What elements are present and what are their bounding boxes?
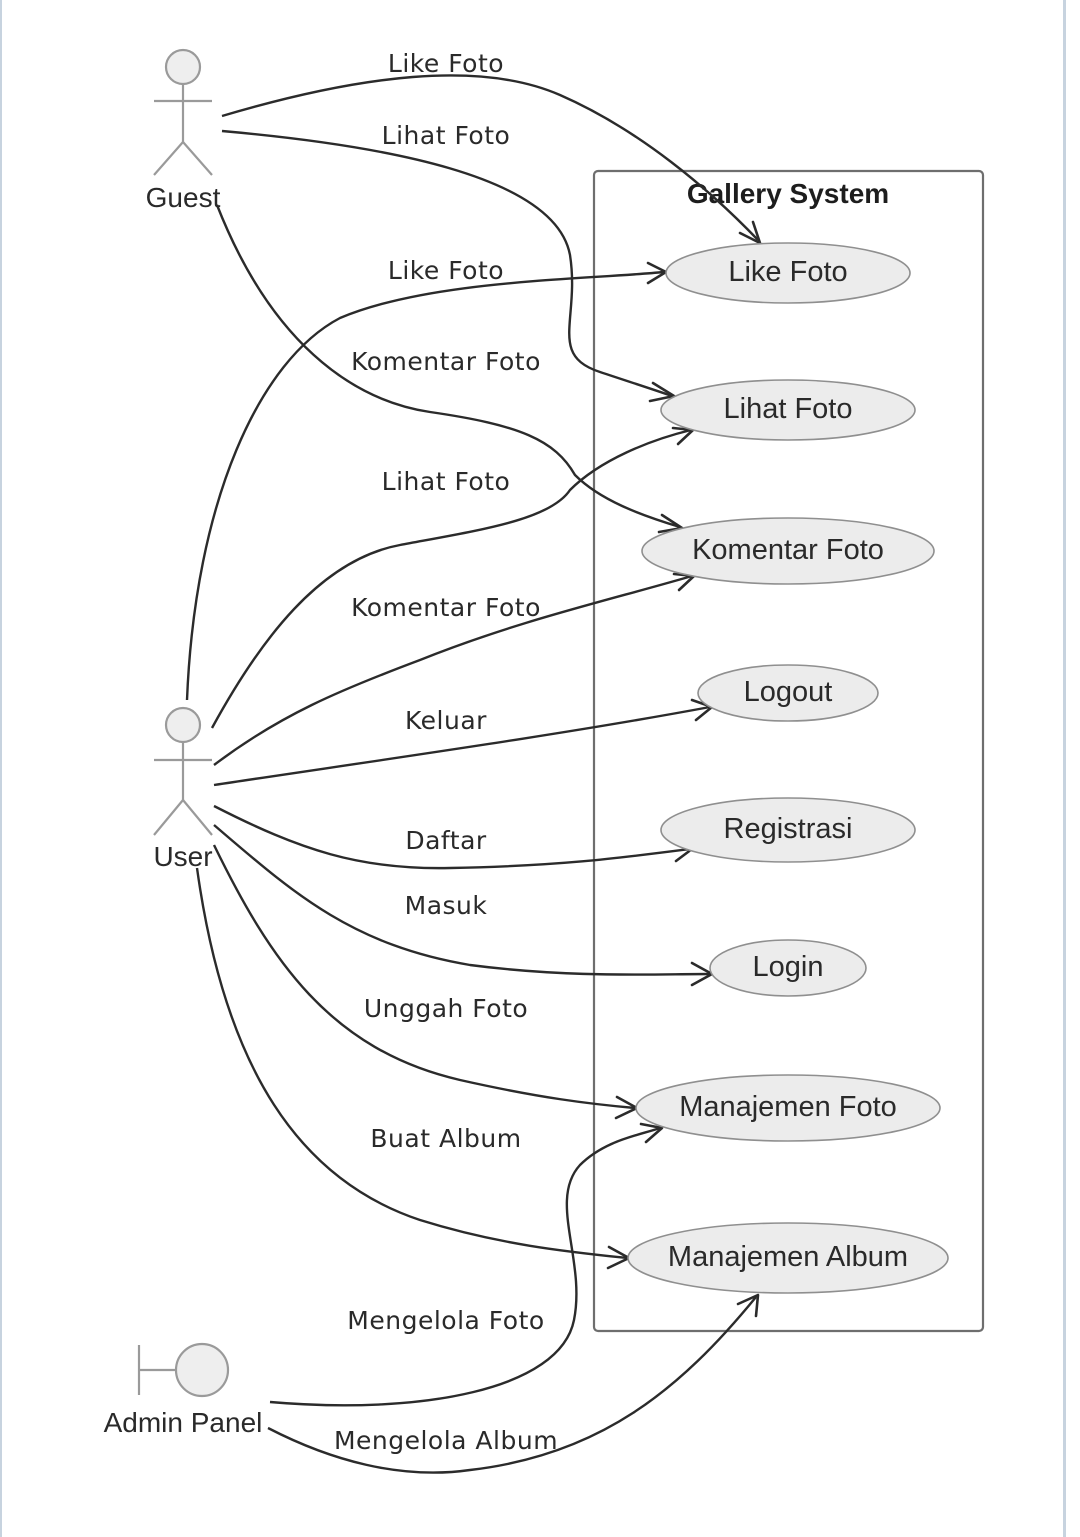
actor-label: Admin Panel [104,1407,263,1438]
usecase-login: Login [709,939,867,997]
actor-head-icon [164,706,202,744]
usecase-registrasi: Registrasi [660,797,916,863]
edge-label-admin-foto: Mengelola Foto [347,1306,544,1335]
usecase-label: Registrasi [724,813,853,845]
edges [185,74,762,1474]
edge-guest-komentar [215,204,681,529]
edge-admin-album [267,1296,757,1474]
edge-user-komentar [213,574,693,766]
edge-user-album [195,867,628,1260]
usecase-manajemen-foto: Manajemen Foto [635,1074,941,1142]
actor-guest: Guest [146,48,221,213]
edge-labels: Like Foto Lihat Foto Like Foto Komentar … [334,49,558,1455]
system-title: Gallery System [687,178,889,209]
edge-user-lihat [210,428,692,729]
actor-user: User [153,706,213,872]
usecase-manajemen-album: Manajemen Album [627,1222,949,1294]
edge-label-admin-album: Mengelola Album [334,1426,558,1455]
edge-user-like [185,270,665,701]
edge-label-user-unggah: Unggah Foto [364,994,528,1023]
edge-guest-lihat [221,129,673,398]
edge-label-user-masuk: Masuk [405,891,488,920]
edge-label-user-komentar: Komentar Foto [351,593,541,622]
usecase-label: Komentar Foto [692,534,884,566]
edge-label-user-keluar: Keluar [405,706,487,735]
edge-label-user-like: Like Foto [388,256,504,285]
usecase-lihat-foto: Lihat Foto [660,379,916,441]
edge-user-keluar [213,705,711,787]
usecase-like-foto: Like Foto [665,242,911,304]
edge-user-unggah [212,844,636,1110]
edge-admin-foto [269,1126,661,1407]
usecase-label: Manajemen Foto [679,1091,897,1123]
usecase-label: Like Foto [728,256,847,288]
usecase-komentar-foto: Komentar Foto [641,517,935,585]
actor-label: Guest [146,182,221,213]
edge-label-guest-lihat: Lihat Foto [382,121,511,150]
edge-label-user-album: Buat Album [370,1124,521,1153]
edge-label-guest-komentar: Komentar Foto [351,347,541,376]
usecase-label: Lihat Foto [724,393,853,425]
edge-guest-like [221,74,759,241]
usecase-logout: Logout [697,664,879,722]
actor-head-icon [164,48,202,86]
usecase-label: Logout [744,676,833,708]
edge-label-guest-like: Like Foto [388,49,504,78]
edge-user-daftar [213,804,691,870]
system-boundary [592,169,985,1333]
usecase-label: Manajemen Album [668,1241,908,1273]
edge-user-masuk [213,824,711,976]
actor-admin-panel: Admin Panel [104,1342,263,1438]
actor-label: User [153,841,212,872]
edge-label-user-daftar: Daftar [405,826,487,855]
usecase-label: Login [753,951,824,983]
edge-label-user-lihat: Lihat Foto [382,467,511,496]
